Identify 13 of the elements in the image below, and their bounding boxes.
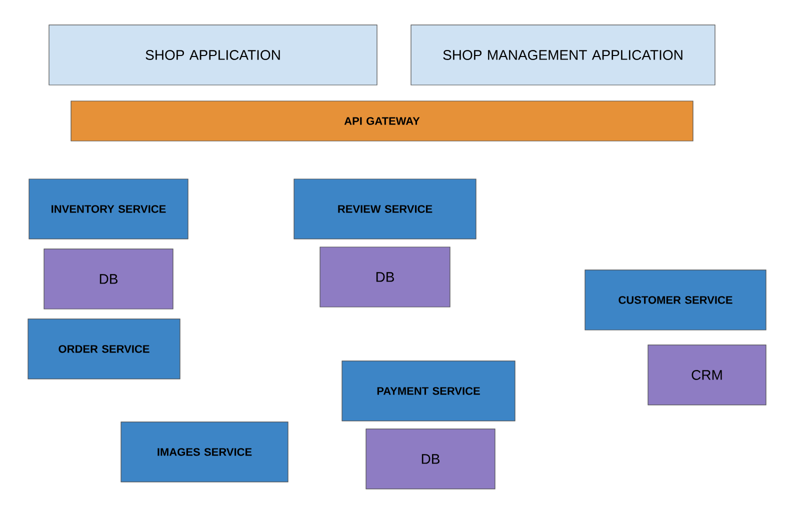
service-box: ORDER SERVICE — [28, 318, 180, 380]
application-box: SHOP MANAGEMENT APPLICATION — [410, 24, 716, 86]
database-box: CRM — [648, 344, 766, 406]
database-box: DB — [44, 248, 174, 310]
service-box: CUSTOMER SERVICE — [584, 270, 766, 330]
service-box: REVIEW SERVICE — [294, 178, 476, 240]
service-box: PAYMENT SERVICE — [342, 360, 516, 422]
application-box: SHOP APPLICATION — [48, 24, 378, 86]
service-box: IMAGES SERVICE — [120, 422, 288, 482]
service-box: INVENTORY SERVICE — [28, 178, 188, 240]
gateway-bar: API GATEWAY — [70, 100, 694, 142]
database-box: DB — [366, 428, 496, 490]
database-box: DB — [320, 246, 450, 308]
